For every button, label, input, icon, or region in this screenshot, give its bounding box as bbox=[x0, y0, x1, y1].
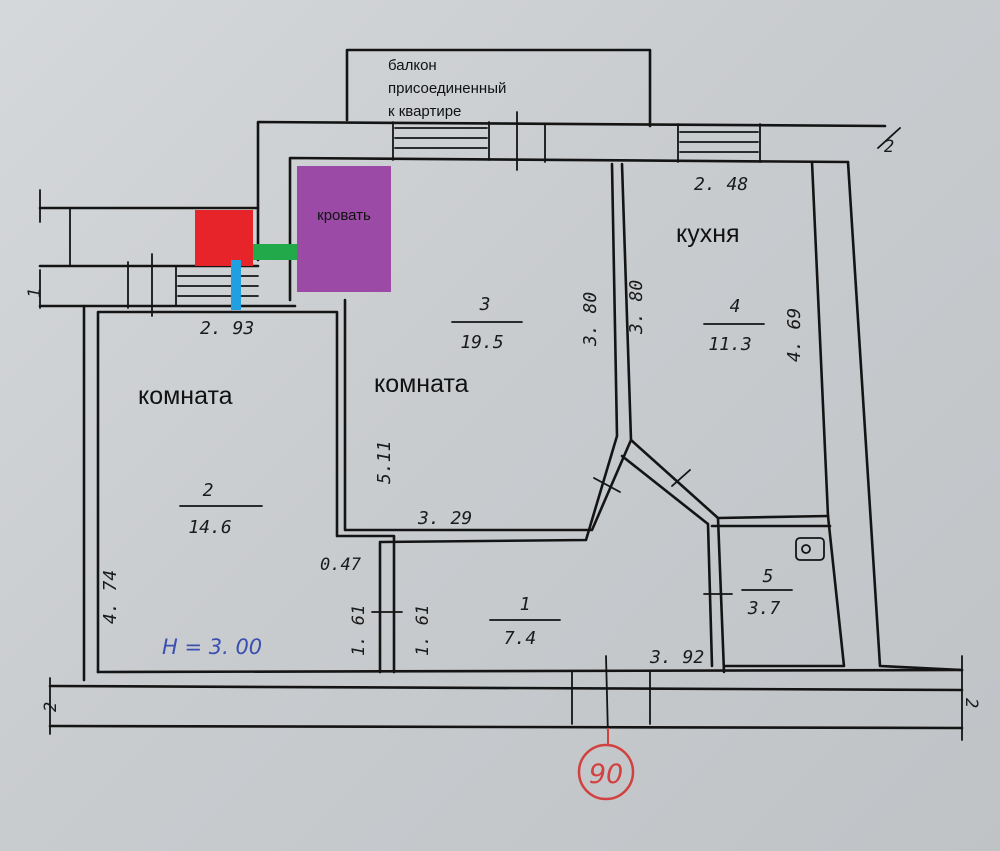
walls bbox=[38, 48, 964, 741]
upper-outer-wall bbox=[256, 120, 887, 262]
axis-left-top: 1 bbox=[25, 288, 45, 298]
dim-3-80-b: 3. 80 bbox=[626, 280, 647, 335]
room-area: 19.5 bbox=[460, 332, 503, 353]
stamp-number: 90 bbox=[589, 759, 623, 790]
right-exterior bbox=[846, 160, 964, 672]
balcony-note-line-2: присоединенный bbox=[388, 80, 506, 97]
room-area: 14.6 bbox=[188, 517, 231, 538]
room-4: 4 11.3 bbox=[703, 296, 765, 355]
upper-window-left bbox=[392, 121, 490, 161]
room-5: 5 3.7 bbox=[741, 566, 793, 619]
dim-0-47: 0.47 bbox=[320, 555, 362, 575]
upper-window-right bbox=[677, 123, 761, 163]
sink-symbol bbox=[795, 537, 825, 561]
bottom-window bbox=[571, 655, 651, 737]
left-neighbour-lines bbox=[38, 189, 297, 317]
balcony-note-line-3: к квартире bbox=[388, 103, 461, 120]
green-bar bbox=[253, 244, 297, 260]
balcony-door bbox=[516, 111, 546, 171]
room-1: 1 7.4 bbox=[489, 594, 561, 649]
room-number: 5 bbox=[763, 566, 774, 587]
kitchen-right-wall bbox=[722, 160, 846, 668]
room-number: 3 bbox=[479, 294, 491, 315]
bottom-outer-wall bbox=[48, 724, 964, 730]
corridor-angle-wall-2 bbox=[620, 454, 714, 668]
red-block bbox=[195, 210, 253, 266]
axis-right-bottom: 2 bbox=[961, 698, 981, 708]
dim-3-29: 3. 29 bbox=[417, 508, 472, 529]
height-note: H = 3. 00 bbox=[162, 635, 262, 659]
bed bbox=[297, 166, 391, 292]
room-number: 2 bbox=[203, 480, 214, 501]
dim-3-92: 3. 92 bbox=[649, 647, 704, 668]
page-stamp: 90 bbox=[577, 728, 635, 801]
room-area: 3.7 bbox=[747, 598, 781, 619]
bed-label: кровать bbox=[317, 207, 371, 224]
dimensions: 2. 93 2. 48 3. 80 3. 80 4. 69 5.11 3. 29… bbox=[100, 174, 805, 668]
bath-top-wall bbox=[716, 514, 830, 520]
balcony-note: балкон присоединенный к квартире bbox=[388, 57, 506, 120]
dim-4-74: 4. 74 bbox=[100, 570, 121, 624]
bottom-inner-wall bbox=[96, 668, 964, 674]
room-2: 2 14.6 bbox=[179, 480, 263, 538]
dim-2-93: 2. 93 bbox=[200, 318, 254, 339]
room-3: 3 19.5 bbox=[451, 294, 523, 353]
dim-3-80-a: 3. 80 bbox=[580, 292, 601, 347]
room-label-center: комната bbox=[374, 370, 469, 398]
dim-4-69: 4. 69 bbox=[784, 308, 805, 362]
bottom-mid-wall bbox=[48, 684, 964, 692]
room-area: 7.4 bbox=[504, 628, 537, 649]
dim-1-61-b: 1. 61 bbox=[413, 605, 433, 656]
dim-2-48: 2. 48 bbox=[694, 174, 748, 195]
room-number: 4 bbox=[730, 296, 741, 317]
dim-1-61-a: 1. 61 bbox=[349, 605, 369, 656]
left-room-inner bbox=[96, 310, 396, 674]
axis-left-bottom: 2 bbox=[41, 702, 61, 712]
axis-ticks bbox=[39, 127, 963, 741]
room-number: 1 bbox=[520, 594, 531, 615]
axis-letters: 2 1 2 2 bbox=[25, 137, 981, 712]
partition-3-4 bbox=[378, 162, 619, 674]
balcony-outline bbox=[345, 48, 652, 128]
left-room-partition bbox=[343, 162, 633, 532]
door-marks bbox=[371, 469, 733, 613]
axis-right-top: 2 bbox=[884, 137, 894, 157]
room-annotations: 2 14.6 3 19.5 4 11.3 1 7.4 5 3.7 bbox=[179, 294, 793, 649]
room-area: 11.3 bbox=[708, 334, 751, 355]
room-label-left: комната bbox=[138, 382, 233, 410]
balcony-note-line-1: балкон bbox=[388, 57, 437, 74]
dim-5-11: 5.11 bbox=[374, 441, 395, 484]
room-label-kitchen: кухня bbox=[676, 220, 740, 248]
blue-bar bbox=[231, 260, 241, 310]
